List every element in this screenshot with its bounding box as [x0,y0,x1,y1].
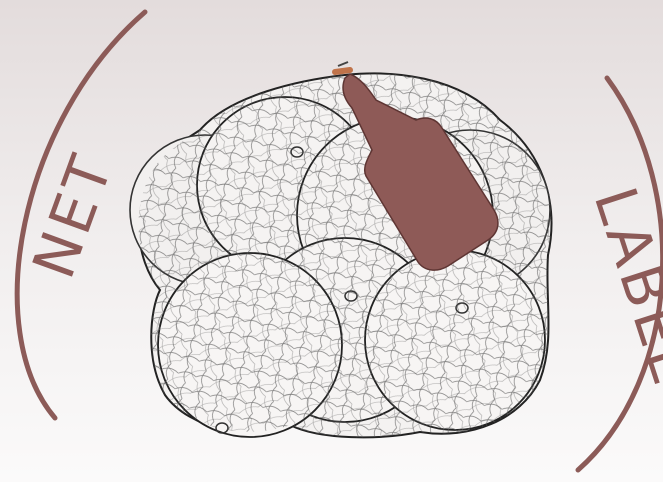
net-bag [130,62,551,437]
net-label-text: NET [19,144,126,287]
net-tie [335,62,350,72]
right-arc-group: LABEL [578,78,663,470]
left-arc-group: NET [17,12,145,418]
label-text: LABEL [581,179,663,392]
